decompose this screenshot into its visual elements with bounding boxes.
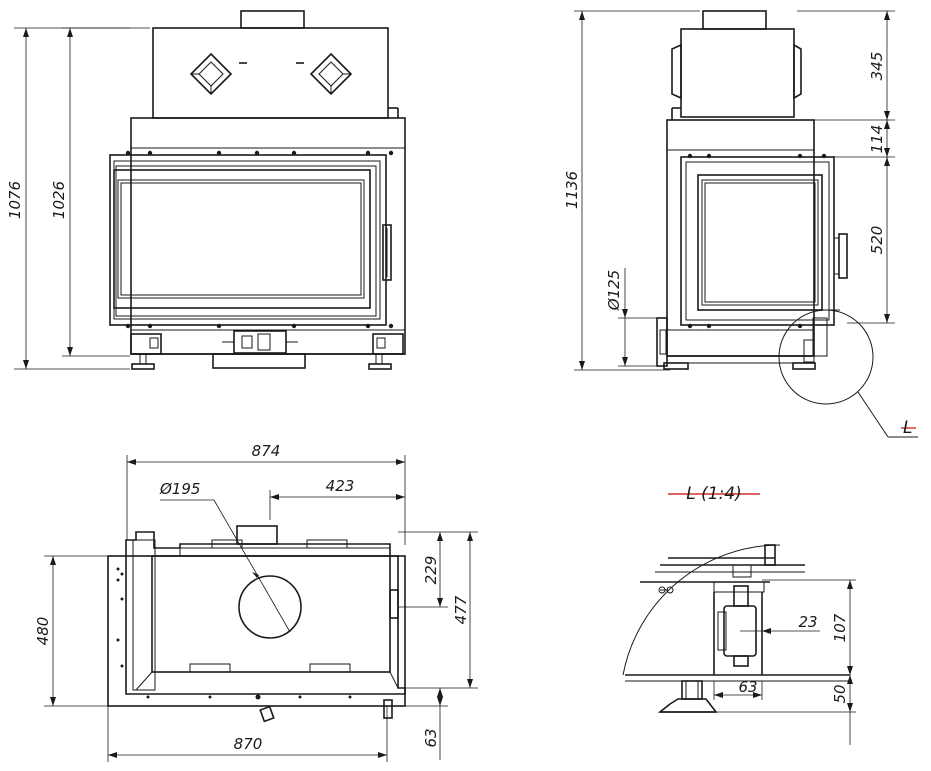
front-door-handle — [382, 224, 392, 281]
front-flue-collar — [240, 10, 305, 29]
top-flue-depth-label: 229 — [422, 556, 440, 585]
top-outline — [125, 531, 406, 695]
side-door — [680, 156, 835, 326]
detail-title: L (1:4) — [686, 484, 742, 504]
top-firebox — [151, 555, 391, 673]
side-door-handle — [838, 233, 848, 279]
front-overall-height-label: 1076 — [6, 181, 24, 219]
front-air-intake-right — [309, 52, 353, 96]
side-air-outlet — [656, 317, 668, 367]
side-flue-collar — [702, 10, 767, 30]
detail-view — [622, 493, 856, 745]
top-base-width-label: 870 — [234, 735, 263, 753]
front-body-height-label: 1026 — [50, 181, 68, 219]
side-overall-height-label: 1136 — [563, 171, 581, 209]
top-view — [44, 455, 478, 762]
detail-foot-offset-label: 23 — [798, 613, 817, 631]
front-top-box — [152, 27, 389, 119]
top-flue-diameter-label: Ø195 — [159, 480, 200, 498]
top-flue-offset-label: 423 — [326, 477, 355, 495]
side-outlet-diameter-label: Ø125 — [605, 270, 623, 311]
detail-base-height-label: 50 — [831, 684, 849, 703]
detail-foot-height-label: 107 — [831, 613, 849, 642]
top-overall-width-label: 874 — [252, 442, 281, 460]
top-depth-left-label: 480 — [34, 617, 52, 646]
front-air-intake-left — [189, 52, 233, 96]
side-detail-marker: L — [903, 418, 912, 438]
top-flue-circle — [238, 575, 302, 639]
detail-foot-width-label: 63 — [738, 678, 757, 696]
side-band-label: 114 — [868, 125, 886, 154]
front-top-screws — [125, 150, 394, 329]
side-view — [574, 10, 918, 438]
side-door-height-label: 520 — [868, 226, 886, 255]
front-glass — [113, 169, 371, 309]
front-door-frame — [109, 154, 387, 326]
top-front-offset-label: 63 — [422, 728, 440, 747]
side-detail-circle — [778, 309, 874, 405]
side-top-box — [680, 28, 795, 118]
front-foot-left — [130, 333, 162, 355]
front-view — [14, 10, 406, 370]
side-collar-label: 345 — [868, 52, 886, 81]
top-depth-right-label: 477 — [452, 595, 470, 624]
